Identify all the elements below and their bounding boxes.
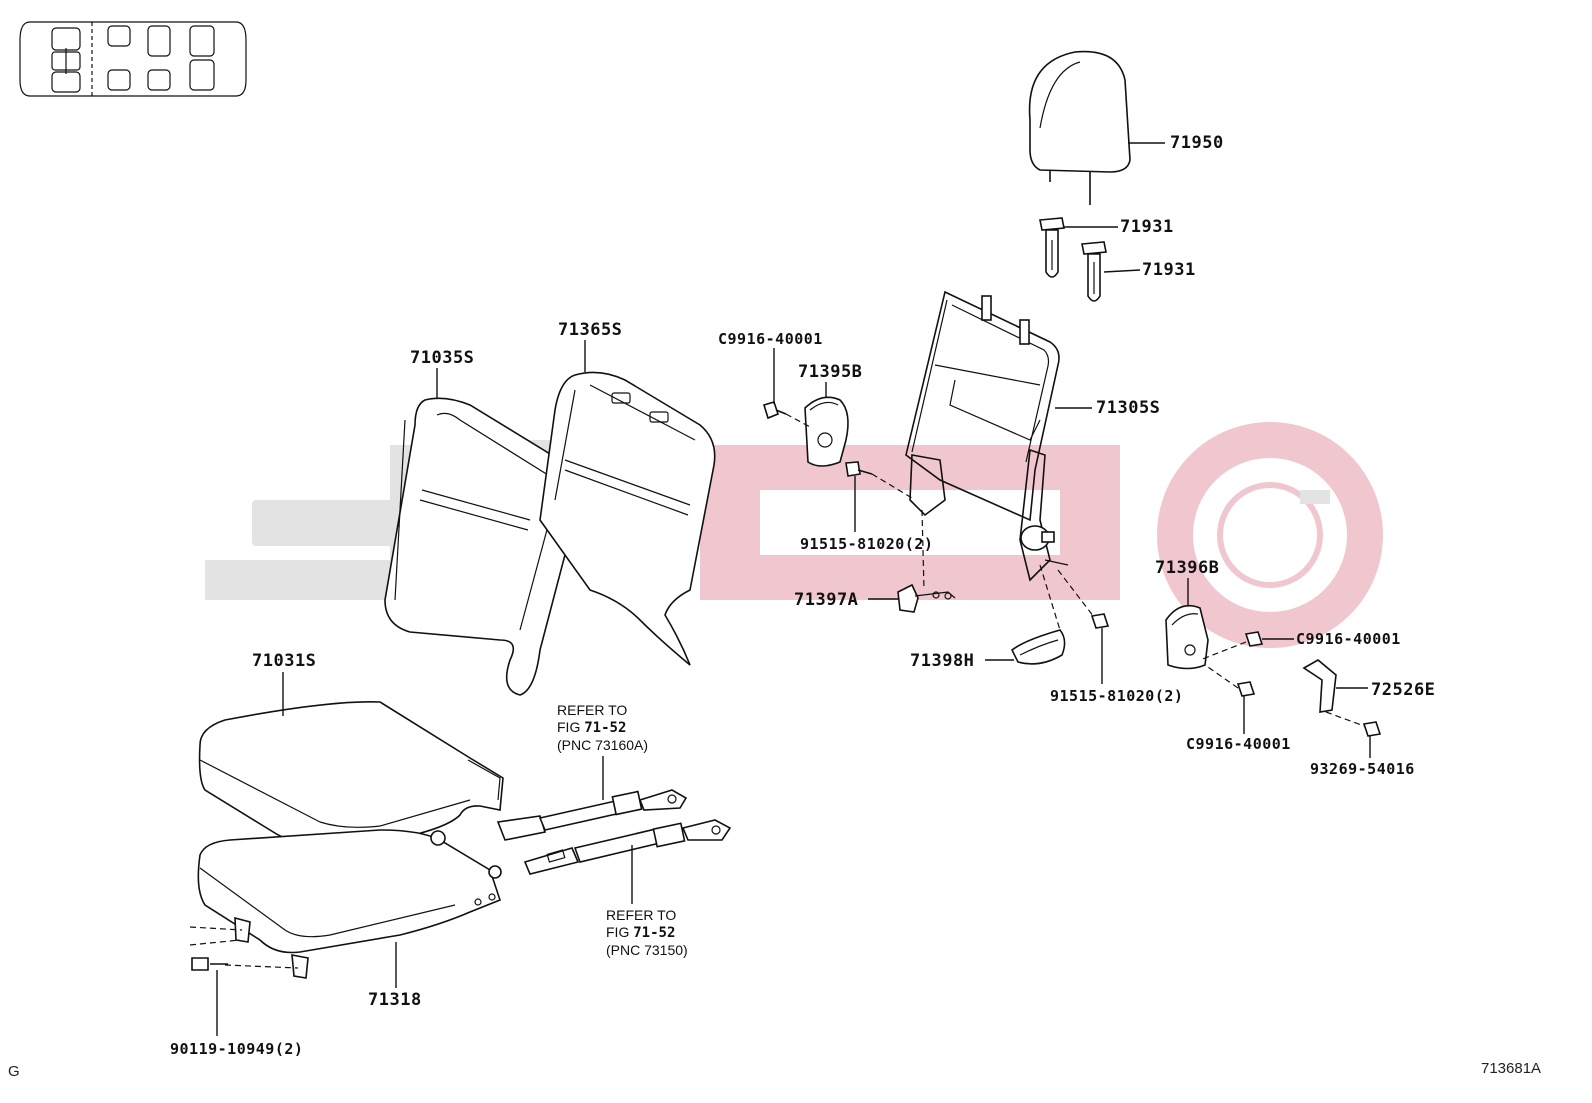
- part-label-71931-a[interactable]: 71931: [1120, 217, 1174, 237]
- reference-note-line3: (PNC 73150): [606, 942, 688, 958]
- reference-note-upper: REFER TO FIG 71-52 (PNC 73160A): [557, 702, 648, 754]
- part-label-91515-upper[interactable]: 91515-81020(2): [800, 535, 934, 553]
- bolt-91515-lower: [1090, 613, 1110, 629]
- part-label-71031s[interactable]: 71031S: [252, 651, 317, 671]
- part-label-71931-b[interactable]: 71931: [1142, 260, 1196, 280]
- headrest-guide-left: [1039, 217, 1065, 278]
- hinge-cover-71396b: [1165, 604, 1209, 670]
- part-label-c9916-bottom[interactable]: C9916-40001: [1186, 735, 1291, 753]
- diagram-id: 713681A: [1481, 1060, 1542, 1077]
- reference-note-line1: REFER TO: [606, 907, 677, 923]
- bracket-72526e: [1302, 659, 1337, 713]
- part-label-71305s[interactable]: 71305S: [1096, 398, 1161, 418]
- part-label-93269[interactable]: 93269-54016: [1310, 760, 1415, 778]
- part-label-c9916-top[interactable]: C9916-40001: [718, 330, 823, 348]
- reference-note-lower: REFER TO FIG 71-52 (PNC 73150): [606, 907, 688, 959]
- cushion-frame: [197, 829, 502, 979]
- part-label-91515-lower[interactable]: 91515-81020(2): [1050, 687, 1184, 705]
- seat-layout-icon: [19, 21, 247, 97]
- part-label-71395b[interactable]: 71395B: [798, 362, 863, 382]
- reference-note-line2[interactable]: FIG 71-52: [606, 924, 688, 942]
- seatbelt-buckle-lower: [523, 819, 732, 875]
- reference-note-line1: REFER TO: [557, 702, 628, 718]
- reference-fig-prefix: FIG: [606, 924, 634, 940]
- reference-note-line3: (PNC 73160A): [557, 737, 649, 753]
- part-label-71950[interactable]: 71950: [1170, 133, 1224, 153]
- corner-code-left: G: [8, 1063, 20, 1080]
- headrest: [1028, 50, 1131, 205]
- bracket-71397a: [897, 583, 956, 613]
- watermark-logo: [205, 422, 1383, 648]
- seatback-cover: [539, 371, 716, 666]
- leader-lines: [216, 142, 1371, 1036]
- reference-fig-link[interactable]: 71-52: [633, 925, 676, 941]
- bolt-91515-upper: [845, 461, 873, 477]
- headrest-guide-right: [1081, 241, 1107, 302]
- screw-c9916-bottom: [1236, 681, 1256, 697]
- hinge-cover-71395b: [804, 396, 849, 467]
- part-label-71398h[interactable]: 71398H: [910, 651, 975, 671]
- seatbelt-buckle-upper: [496, 789, 688, 841]
- part-label-72526e[interactable]: 72526E: [1371, 680, 1436, 700]
- part-label-71396b[interactable]: 71396B: [1155, 558, 1220, 578]
- part-label-c9916-right[interactable]: C9916-40001: [1296, 630, 1401, 648]
- part-label-71035s[interactable]: 71035S: [410, 348, 475, 368]
- bolt-90119: [191, 957, 228, 971]
- reference-fig-link[interactable]: 71-52: [584, 720, 627, 736]
- seat-cushion: [198, 701, 504, 849]
- part-label-90119[interactable]: 90119-10949(2): [170, 1040, 304, 1058]
- part-label-71397a[interactable]: 71397A: [794, 590, 859, 610]
- cover-71398h: [1010, 629, 1066, 665]
- part-label-71365s[interactable]: 71365S: [558, 320, 623, 340]
- screw-c9916-top: [762, 401, 787, 420]
- screw-c9916-right: [1244, 631, 1264, 647]
- part-label-71318[interactable]: 71318: [368, 990, 422, 1010]
- screw-93269: [1362, 721, 1382, 737]
- reference-note-line2[interactable]: FIG 71-52: [557, 719, 648, 737]
- seatback-frame: [905, 290, 1069, 582]
- reference-fig-prefix: FIG: [557, 719, 585, 735]
